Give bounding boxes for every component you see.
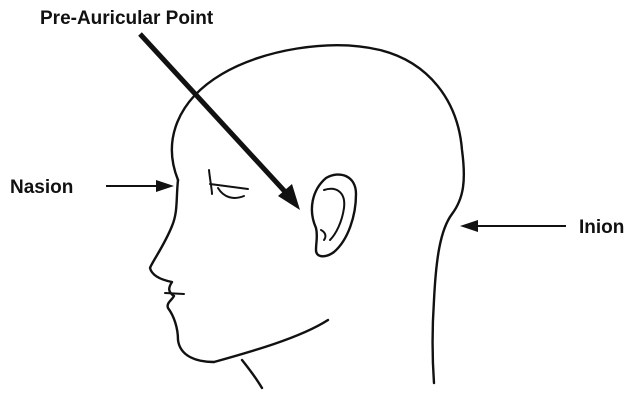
ear-lobe-mark — [321, 230, 325, 240]
eye — [209, 170, 248, 198]
mouth — [165, 293, 184, 294]
face-profile — [150, 180, 214, 362]
inion-arrow-head — [460, 220, 478, 232]
nasion-label: Nasion — [10, 177, 73, 198]
inion-label: Inion — [579, 217, 624, 238]
nasion-arrow-head — [156, 180, 174, 192]
jaw-line — [214, 320, 328, 362]
ear — [312, 175, 356, 257]
neck-front — [242, 360, 262, 388]
pre-auricular-arrow-line — [140, 34, 289, 196]
ear-inner — [324, 189, 344, 240]
head-outline — [172, 45, 464, 383]
pre-auricular-label: Pre-Auricular Point — [40, 8, 214, 29]
